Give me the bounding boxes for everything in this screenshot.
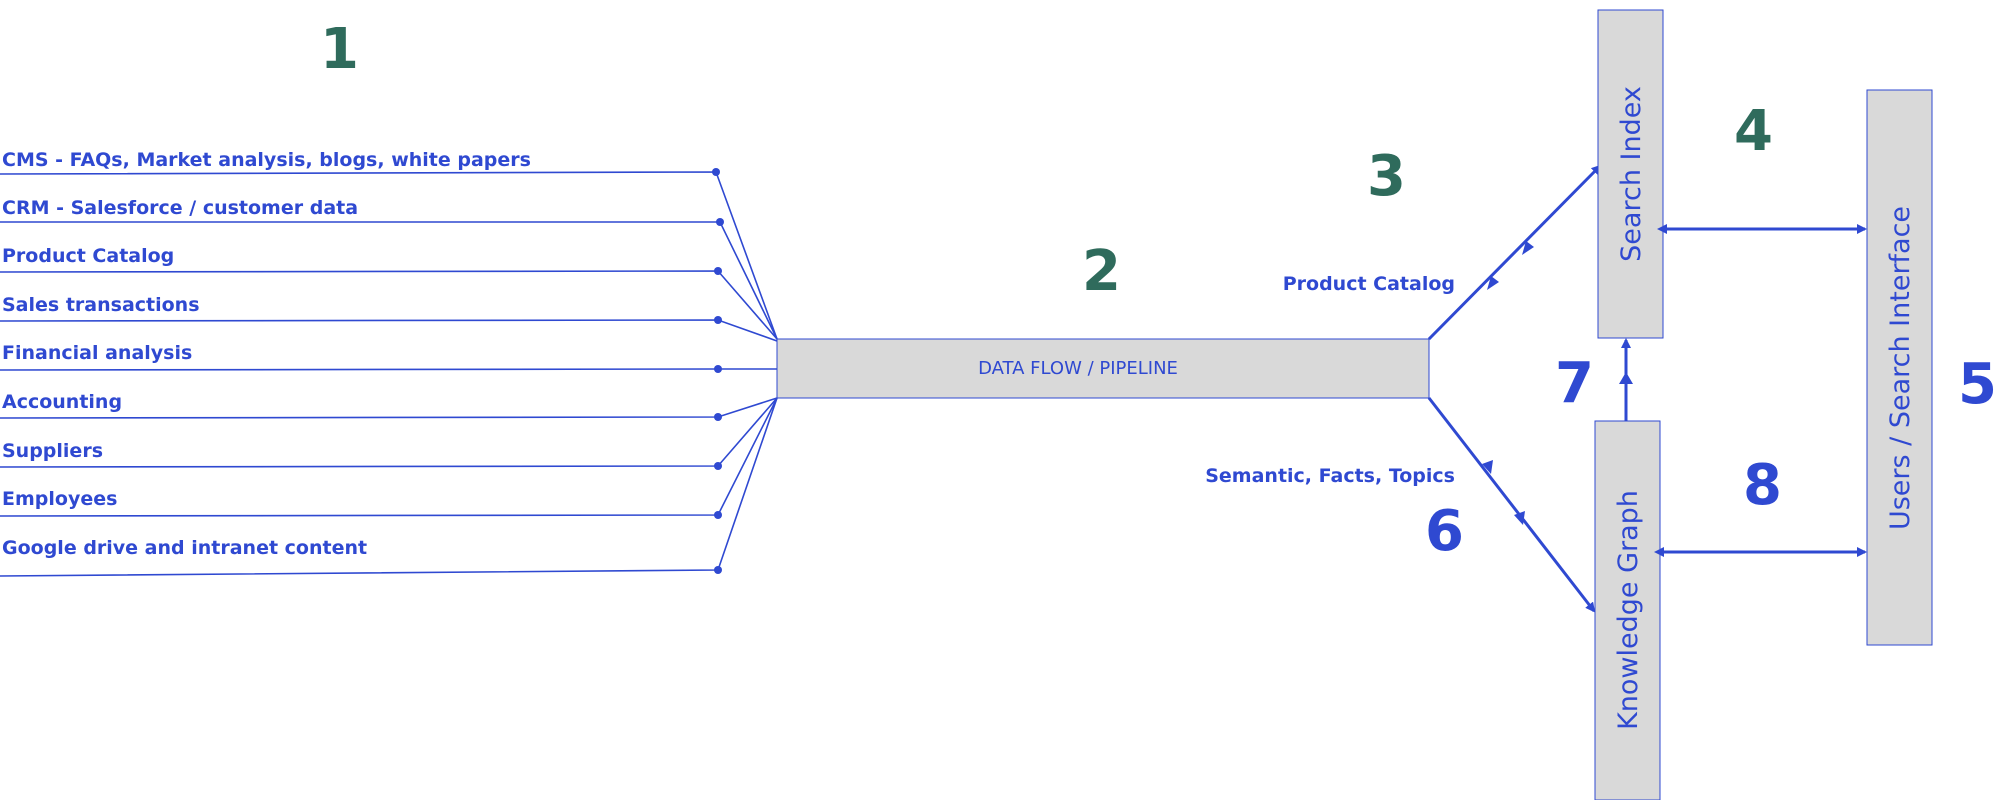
source-item: Accounting [0,391,778,421]
edge-label-product-catalog: Product Catalog [1283,273,1455,295]
arrow-pipeline-to-knowledge-graph [1427,397,1596,613]
source-label: CMS - FAQs, Market analysis, blogs, whit… [2,149,531,171]
source-item: CMS - FAQs, Market analysis, blogs, whit… [0,149,778,340]
pipeline-box: DATA FLOW / PIPELINE [776,338,1430,399]
source-item: Financial analysis [0,342,777,373]
step-number-8: 8 [1743,453,1782,518]
source-label: Employees [2,488,117,510]
search-index-box: Search Index [1597,9,1664,339]
source-item: CRM - Salesforce / customer data [0,197,778,340]
source-dot [714,566,722,574]
source-label: Google drive and intranet content [2,537,367,559]
arrow-knowledge-graph-to-search-index [1619,338,1633,421]
step-number-7: 7 [1555,351,1594,416]
source-dot [716,218,724,226]
source-list: CMS - FAQs, Market analysis, blogs, whit… [0,149,778,577]
source-label: CRM - Salesforce / customer data [2,197,358,219]
source-dot [714,267,722,275]
users-search-interface-box: Users / Search Interface [1866,89,1933,646]
users-search-interface-label: Users / Search Interface [1885,206,1916,530]
pipeline-label: DATA FLOW / PIPELINE [978,358,1178,379]
source-dot [714,462,722,470]
source-dot [712,168,720,176]
source-dot [714,413,722,421]
step-number-2: 2 [1082,239,1121,304]
source-label: Accounting [2,391,122,413]
source-dot [714,316,722,324]
step-number-6: 6 [1425,499,1464,564]
step-number-5: 5 [1958,352,1997,417]
source-item: Employees [0,397,778,519]
edge-label-semantic: Semantic, Facts, Topics [1205,465,1455,487]
step-number-4: 4 [1734,99,1773,164]
arrow-pipeline-to-search-index [1427,164,1602,341]
source-connector [0,319,778,342]
source-connector [0,368,777,371]
source-dot [714,511,722,519]
source-item: Product Catalog [0,245,778,340]
source-label: Product Catalog [2,245,174,267]
search-index-label: Search Index [1616,86,1647,262]
source-label: Sales transactions [2,294,200,316]
source-dot [714,365,722,373]
source-label: Financial analysis [2,342,192,364]
source-item: Suppliers [0,397,778,470]
knowledge-graph-box: Knowledge Graph [1594,420,1661,800]
source-item: Google drive and intranet content [0,397,778,577]
step-number-1: 1 [320,17,359,82]
source-label: Suppliers [2,440,103,462]
source-item: Sales transactions [0,294,778,342]
step-number-3: 3 [1367,144,1406,209]
knowledge-graph-label: Knowledge Graph [1613,490,1644,730]
